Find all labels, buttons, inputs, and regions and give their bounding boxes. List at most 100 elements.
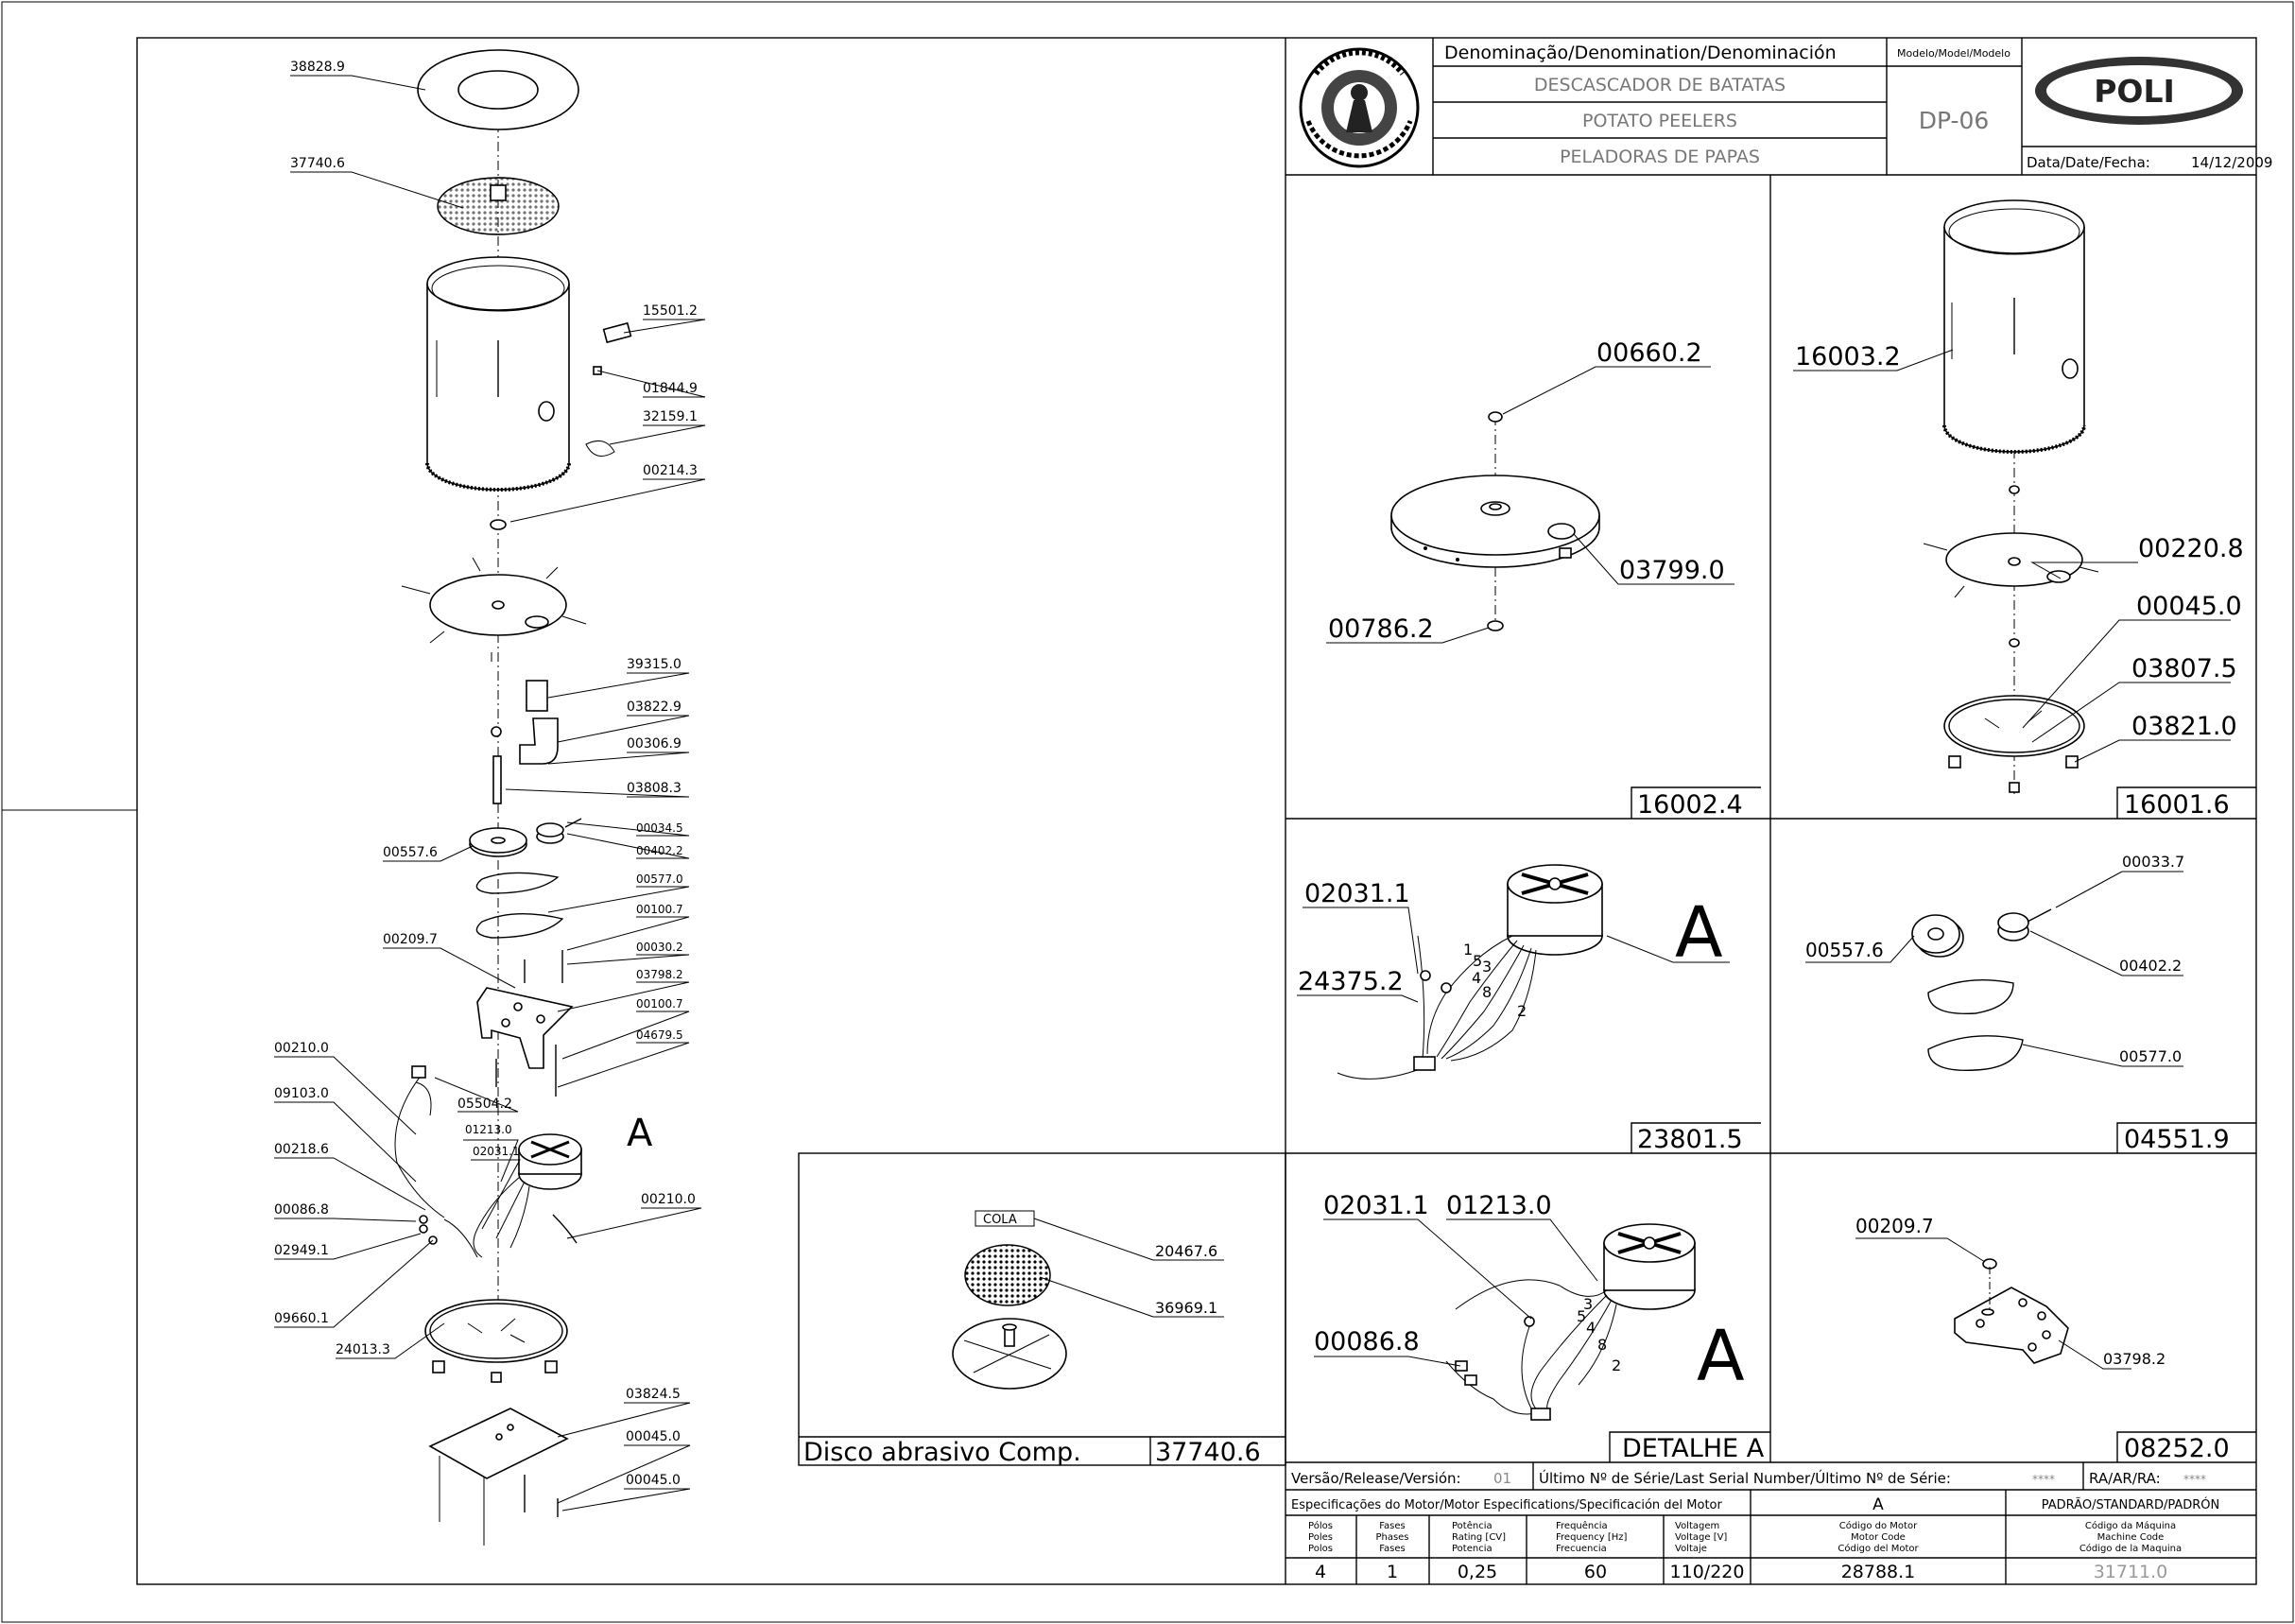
callout-label: 04679.5 xyxy=(636,1028,683,1042)
callout-label: 00218.6 xyxy=(274,1142,329,1157)
power-value: 0,25 xyxy=(1458,1562,1497,1582)
callout-label: 00557.6 xyxy=(383,845,438,860)
belt-upper xyxy=(1927,979,2014,1015)
callout-label: 03822.9 xyxy=(627,700,682,715)
panel-code: 08252.0 xyxy=(2124,1434,2230,1463)
callout-label: 03798.2 xyxy=(2103,1350,2166,1368)
callout-label: 00210.0 xyxy=(274,1041,329,1056)
shaft xyxy=(492,755,502,804)
col-phases-en: Phases xyxy=(1375,1532,1408,1543)
callout-label: 00030.2 xyxy=(636,941,683,954)
motor-code-letter: A xyxy=(1872,1495,1884,1514)
callout-label: 00100.7 xyxy=(636,997,683,1011)
date-label: Data/Date/Fecha: xyxy=(2027,154,2150,171)
callout-label: 00210.0 xyxy=(641,1192,696,1207)
belt-lower xyxy=(475,913,564,939)
date-value: 14/12/2009 xyxy=(2191,154,2272,171)
product-name-es: PELADORAS DE PAPAS xyxy=(1560,147,1760,167)
panel-code: 23801.5 xyxy=(1637,1125,1743,1154)
callout-label: 37740.6 xyxy=(290,156,345,171)
col-motor-code-pt: Código do Motor xyxy=(1839,1520,1918,1531)
panel-code: 16001.6 xyxy=(2124,790,2230,820)
wiring-harness xyxy=(394,1065,578,1258)
poles-value: 4 xyxy=(1315,1562,1326,1582)
callout-label: 20467.6 xyxy=(1155,1242,1217,1260)
col-volt-en: Voltage [V] xyxy=(1675,1532,1727,1543)
callout-label: 05504.2 xyxy=(457,1097,512,1112)
large-pulley xyxy=(1911,914,1964,958)
callout-label: 09660.1 xyxy=(274,1311,329,1326)
callout-label: 02949.1 xyxy=(274,1243,329,1258)
wire-number: 2 xyxy=(1612,1356,1621,1374)
frame-ring xyxy=(424,1299,568,1383)
machine-code-value: 31711.0 xyxy=(2094,1562,2168,1582)
detail-marker: A xyxy=(1697,1316,1745,1397)
callout-label: 00214.3 xyxy=(643,463,698,478)
phases-value: 1 xyxy=(1387,1562,1398,1582)
callout-label: 03824.5 xyxy=(626,1387,681,1402)
callout-label: 24013.3 xyxy=(336,1342,390,1357)
release-row: Versão/Release/Versión: 01 Último Nº de … xyxy=(1286,1462,2256,1491)
motor xyxy=(518,1133,582,1190)
col-poles-es: Polos xyxy=(1308,1544,1333,1554)
serial-value: **** xyxy=(2032,1473,2055,1486)
belt-upper xyxy=(475,872,560,894)
callout-label: 00086.8 xyxy=(274,1202,329,1218)
product-name-en: POTATO PEELERS xyxy=(1582,111,1737,131)
drawing-frame xyxy=(136,37,2257,1585)
col-phases-es: Fases xyxy=(1379,1544,1406,1554)
panel-04551: 00033.7 00557.6 00402.2 00577.0 04551.9 xyxy=(1805,853,2230,1154)
large-pulley xyxy=(469,827,527,857)
main-exploded-view: A xyxy=(274,49,706,1546)
panel-08252: 00209.7 03798.2 08252.0 xyxy=(1855,1215,2230,1463)
ra-value: **** xyxy=(2183,1473,2206,1486)
callout-label: 01844.9 xyxy=(643,381,698,396)
wire-number: 8 xyxy=(1482,983,1492,1001)
chute-tube xyxy=(526,680,548,712)
leader-lines xyxy=(274,75,706,1512)
callout-label: 00557.6 xyxy=(1805,939,1884,961)
callout-label: 01213.0 xyxy=(1446,1191,1552,1220)
drum-cylinder xyxy=(425,256,632,492)
col-motor-code-es: Código del Motor xyxy=(1838,1543,1919,1554)
standard-label: PADRÃO/STANDARD/PADRÓN xyxy=(2042,1497,2220,1512)
top-plate xyxy=(1390,475,1600,568)
callout-label: 36969.1 xyxy=(1155,1299,1217,1317)
detail-caption: DETALHE A xyxy=(1622,1434,1765,1463)
abrasive-mesh-disc xyxy=(964,1244,1051,1306)
wire-number: 3 xyxy=(1583,1295,1593,1313)
disc-panel: COLA 20467.6 36969.1 Disco abrasivo Comp… xyxy=(798,1152,1286,1467)
callout-label: 00660.2 xyxy=(1596,338,1702,368)
callout-label: 00577.0 xyxy=(2119,1047,2182,1065)
brand-name: POLI xyxy=(2094,73,2175,110)
ra-label: RA/AR/RA: xyxy=(2089,1470,2161,1487)
panel-detail-a: 3 5 4 8 2 A 02031.1 01213.0 00086.8 DETA… xyxy=(1314,1191,1765,1463)
callout-label: 00045.0 xyxy=(2136,592,2242,621)
col-machine-code-pt: Código da Máquina xyxy=(2085,1520,2176,1531)
callout-label: 00402.2 xyxy=(636,844,683,857)
callout-label: 00402.2 xyxy=(2119,957,2182,975)
version-label: Versão/Release/Versión: xyxy=(1291,1470,1461,1487)
callout-label: 03821.0 xyxy=(2131,712,2237,741)
motor-spec-table: Especificações do Motor/Motor Especifica… xyxy=(1286,1490,2256,1584)
col-power-es: Potencia xyxy=(1452,1544,1493,1554)
callout-label: 00306.9 xyxy=(627,736,682,752)
col-machine-code-es: Código de la Maquina xyxy=(2079,1543,2182,1554)
frequency-value: 60 xyxy=(1584,1562,1607,1582)
lid-ring xyxy=(417,49,579,130)
callout-label: 02031.1 xyxy=(1323,1191,1429,1220)
wire-number: 4 xyxy=(1472,969,1481,987)
wiring-harness xyxy=(1337,935,1537,1080)
panel-16001: 16003.2 00220.8 00045.0 03807.5 03821.0 … xyxy=(1793,199,2244,820)
denomination-header: Denominação/Denomination/Denominación xyxy=(1444,43,1837,63)
spec-header: Especificações do Motor/Motor Especifica… xyxy=(1291,1498,1722,1512)
assistance-seal-logo xyxy=(1299,47,1420,168)
callout-label: 01213.0 xyxy=(465,1123,512,1136)
poli-logo: POLI xyxy=(2035,57,2243,125)
wire-number: 8 xyxy=(1597,1336,1607,1354)
motor-plate xyxy=(1954,1287,2069,1364)
belt-lower xyxy=(1927,1035,2024,1072)
callout-label: 03807.5 xyxy=(2131,654,2237,683)
callout-label: 00033.7 xyxy=(2122,853,2184,871)
col-poles-en: Poles xyxy=(1308,1532,1333,1543)
